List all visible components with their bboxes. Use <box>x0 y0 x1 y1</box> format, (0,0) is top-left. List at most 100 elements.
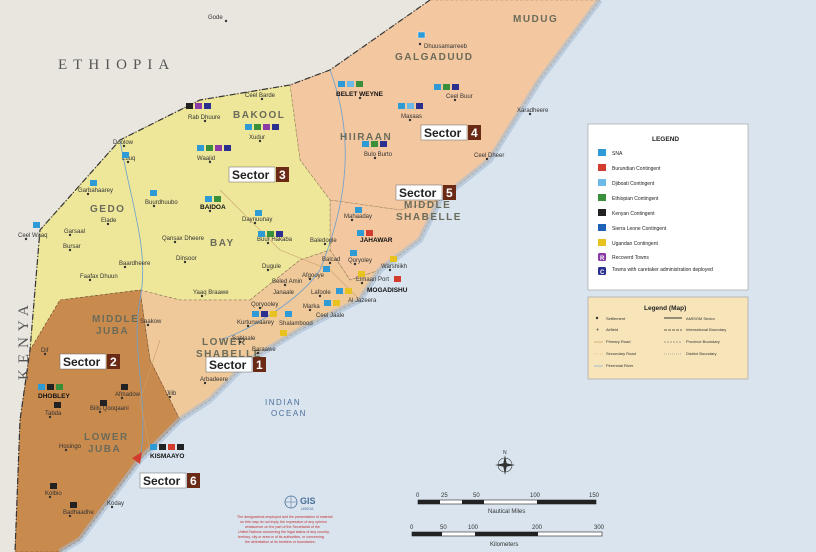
town-dif: Dif <box>41 348 49 354</box>
town-afmadow: Afmadow <box>115 392 141 398</box>
svg-text:Airfield: Airfield <box>606 327 618 332</box>
svg-text:Sector: Sector <box>424 126 462 140</box>
contingent-markers <box>33 31 459 508</box>
town-beled-amin: Beled Amin <box>272 279 302 285</box>
town-tabda: Tabda <box>45 411 62 417</box>
town-hosingo: Hosingo <box>59 444 82 450</box>
town-baraawe: Baraawe <box>252 347 276 353</box>
region-label-lower-juba-1: LOWER <box>84 432 129 443</box>
legend-item-8: C Towns with caretaker administration de… <box>598 267 713 276</box>
svg-text:200: 200 <box>532 525 543 531</box>
town-dhobley: DHOBLEY <box>38 393 70 400</box>
svg-text:Ethiopian Contingent: Ethiopian Contingent <box>612 196 659 202</box>
svg-text:Settlement: Settlement <box>606 316 626 321</box>
town-elade: Elade <box>101 218 117 224</box>
svg-text:6: 6 <box>190 474 197 488</box>
river-shabelle <box>219 69 346 341</box>
town-afgooye: Afgooye <box>302 273 325 279</box>
town-al-jazeera: Al Jazeera <box>348 298 377 304</box>
region-label-middle-juba-2: JUBA <box>96 326 129 337</box>
svg-text:on this map do not imply the e: on this map do not imply the expression … <box>240 520 327 524</box>
legend-item-2: Djiboati Contingent <box>598 179 655 187</box>
town-dolow: Doolow <box>113 140 134 146</box>
legend-map-title: Legend (Map) <box>644 305 686 312</box>
svg-text:Kenyan Contingent: Kenyan Contingent <box>612 211 655 217</box>
svg-text:25: 25 <box>441 493 448 499</box>
region-label-lower-shabelle-2: SHABELLE <box>196 349 262 360</box>
svg-text:2: 2 <box>110 355 117 369</box>
town-garbahaarey: Garbahaarey <box>78 188 113 194</box>
towns-layer: Gode Dhuusamarreeb Ceel Barde Rab Dhuure… <box>18 15 549 518</box>
town-ceel-barde: Ceel Barde <box>245 93 276 99</box>
town-kismaayo: KISMAAYO <box>150 453 184 460</box>
town-dhusamarreb: Dhuusamarreeb <box>424 44 468 50</box>
region-label-gedo: GEDO <box>90 204 125 215</box>
svg-text:Djiboati Contingent: Djiboati Contingent <box>612 181 655 187</box>
svg-text:Towns with caretaker administr: Towns with caretaker administration depl… <box>612 267 713 273</box>
svg-text:R: R <box>600 256 605 262</box>
svg-text:Sector: Sector <box>209 358 247 372</box>
sector-label-1: Sector 1 <box>205 356 266 373</box>
town-qorton: Qoryoley <box>348 258 372 264</box>
town-gode: Gode <box>208 15 223 21</box>
scale-nautical: 0 25 50 100 150 Nautical Miles <box>416 493 600 515</box>
land-ethiopia-kenya <box>0 0 600 552</box>
scale-km: 0 50 100 200 300 Kilometers <box>410 525 605 548</box>
svg-text:United Nations concerning the: United Nations concerning the legal stat… <box>238 530 330 534</box>
legend-title: LEGEND <box>652 136 679 143</box>
legend-item-7: R Recoverd Towns <box>598 253 649 262</box>
town-jilib: Jilib <box>166 391 177 397</box>
svg-text:5: 5 <box>446 186 453 200</box>
town-maxaas: Maxaas <box>401 114 422 120</box>
town-xudur: Xudur <box>249 135 265 141</box>
svg-text:Ugandan Contingent: Ugandan Contingent <box>612 241 658 247</box>
disclaimer-text: The designations employed and the presen… <box>237 515 333 544</box>
svg-text:Nautical Miles: Nautical Miles <box>488 509 525 515</box>
region-label-galgaduud: GALGADUUD <box>395 52 474 63</box>
svg-text:100: 100 <box>530 493 541 499</box>
town-buulo-burte: Bulo Burto <box>364 152 393 158</box>
svg-text:Secondary Road: Secondary Road <box>606 351 636 356</box>
town-daynuunay: Daynuunay <box>242 217 272 223</box>
svg-text:AMISOM Sector: AMISOM Sector <box>686 316 716 321</box>
svg-text:Recoverd Towns: Recoverd Towns <box>612 255 649 261</box>
town-buurdhuubo: Buurdhuubo <box>145 200 178 206</box>
svg-text:1: 1 <box>256 358 263 372</box>
town-baardheere: Baardheere <box>119 261 151 267</box>
town-xarardheere: Xaradheere <box>517 108 549 114</box>
town-sablaale: Sablaale <box>232 336 256 342</box>
svg-text:the delimitation of its fronti: the delimitation of its frontiers or bou… <box>245 540 316 544</box>
region-label-bakool: BAKOOL <box>233 110 285 121</box>
svg-text:150: 150 <box>589 493 600 499</box>
svg-text:50: 50 <box>473 493 480 499</box>
town-warshiikh: Warshiikh <box>381 264 407 270</box>
svg-text:Sector: Sector <box>232 168 270 182</box>
town-elmaan-port: Elmaan Port <box>356 277 389 283</box>
country-label-ethiopia: ETHIOPIA <box>58 57 175 73</box>
town-ceel-waaq: Ceel Waaq <box>18 233 47 239</box>
region-label-lower-shabelle-1: LOWER <box>202 337 247 348</box>
legend-item-4: Kenyan Contingent <box>598 209 655 217</box>
svg-text:Burundian Contingent: Burundian Contingent <box>612 166 661 172</box>
svg-text:Perennial River: Perennial River <box>606 363 634 368</box>
town-ceel-dheer: Ceel Dheer <box>474 153 504 159</box>
town-rab-dhuure: Rab Dhuure <box>188 115 221 121</box>
town-koday: Koday <box>107 501 124 507</box>
town-ceel-buur: Ceel Buur <box>446 94 473 100</box>
town-bursar: Bursar <box>63 244 81 250</box>
ocean-label-2: OCEAN <box>271 409 307 418</box>
svg-text:Sierra Leone Contingent: Sierra Leone Contingent <box>612 226 667 232</box>
town-baidoa: BAIDOA <box>200 204 226 211</box>
svg-text:4: 4 <box>471 126 478 140</box>
svg-text:Primary Road: Primary Road <box>606 339 630 344</box>
town-dugule: Dugule <box>262 264 282 270</box>
region-label-middle-juba-1: MIDDLE <box>92 314 139 325</box>
region-label-mudug: MUDUG <box>513 14 558 25</box>
svg-text:Sector: Sector <box>143 474 181 488</box>
town-balcad: Balcad <box>322 257 340 263</box>
svg-text:0: 0 <box>416 493 420 499</box>
town-garsaal: Garsaal <box>64 229 85 235</box>
town-saakow: Saakow <box>140 319 162 325</box>
town-shalambood: Shalambood <box>279 321 313 327</box>
town-badhaadhe: Badhaadhe <box>63 510 94 516</box>
